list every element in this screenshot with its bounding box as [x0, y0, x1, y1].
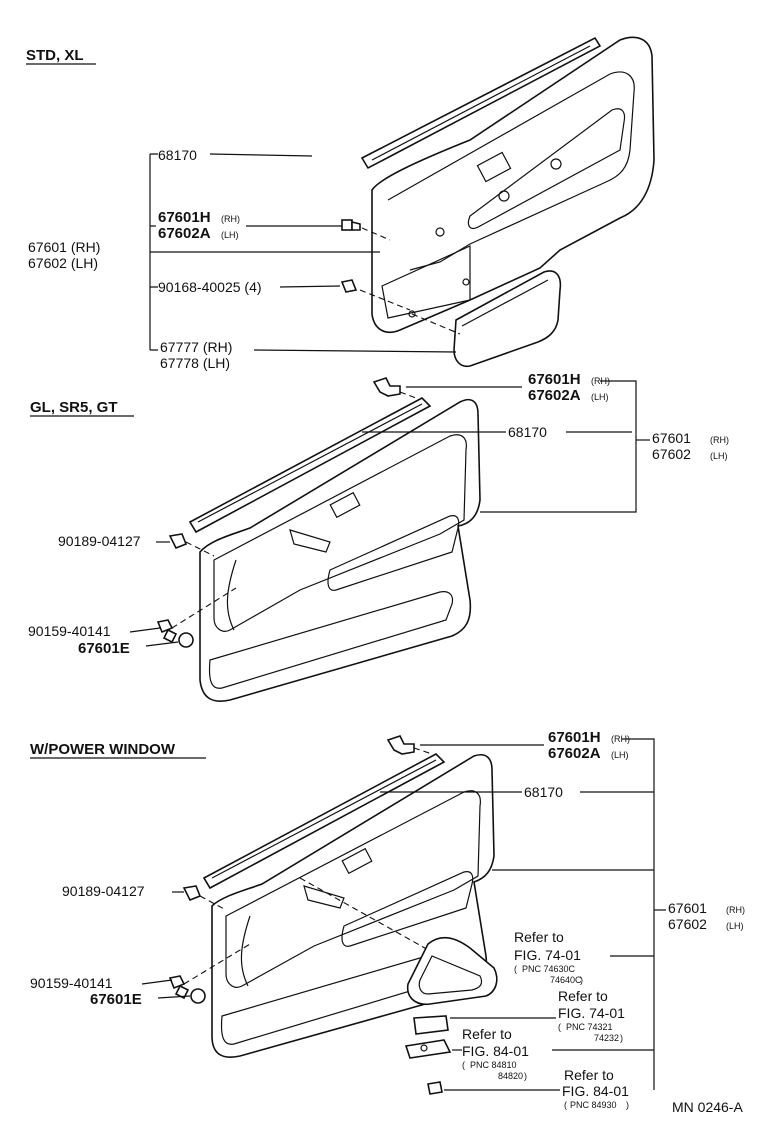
- door-trim-panel: [199, 398, 481, 702]
- svg-text:(: (: [564, 1100, 567, 1110]
- ref4-line2: FIG. 84-01: [562, 1083, 629, 1099]
- label-panel-rh-side: (RH): [710, 435, 729, 445]
- switch-bezel: [413, 1015, 449, 1035]
- label-clip-h-side: (RH): [591, 376, 610, 386]
- label-weatherstrip: 68170: [524, 784, 563, 800]
- section-title-std: STD, XL: [26, 47, 84, 64]
- label-clip-h-side: (RH): [611, 734, 630, 744]
- section-std: STD, XL: [26, 36, 655, 371]
- label-panel-rh: 67601: [652, 430, 691, 446]
- svg-text:): ): [580, 975, 583, 985]
- screw-part: [168, 975, 190, 1000]
- label-cap: 67601E: [90, 991, 142, 1008]
- ref1-line1: Refer to: [514, 929, 564, 945]
- svg-text:(: (: [558, 1022, 561, 1032]
- clip-top-part: [386, 735, 415, 755]
- armrest-pocket: [453, 270, 562, 368]
- label-weatherstrip: 68170: [508, 424, 547, 440]
- plug-part: [427, 1081, 443, 1095]
- ref3-pnc2: 84820: [498, 1071, 523, 1081]
- label-cap: 67601E: [78, 640, 130, 657]
- ref4-pnc1: PNC 84930: [570, 1100, 617, 1110]
- label-clip-a: 67602A: [548, 745, 601, 762]
- label-screw: 90168-40025 (4): [158, 279, 262, 295]
- screw-part: [340, 279, 358, 293]
- section-pw: W/POWER WINDOW: [30, 729, 745, 1110]
- label-clip-h: 67601H: [548, 729, 601, 746]
- label-clip1: 90189-04127: [62, 883, 145, 899]
- label-weatherstrip: 68170: [158, 147, 197, 163]
- ref3-line2: FIG. 84-01: [462, 1043, 529, 1059]
- label-clip-a-side: (LH): [591, 392, 609, 402]
- ref2-line2: FIG. 74-01: [558, 1005, 625, 1021]
- ref4-line1: Refer to: [564, 1067, 614, 1083]
- diagram-id: MN 0246-A: [672, 1099, 743, 1115]
- ref2-pnc2: 74232: [594, 1033, 619, 1043]
- svg-text:): ): [620, 1033, 623, 1043]
- label-panel-lh-side: (LH): [726, 921, 744, 931]
- label-screw: 90159-40141: [28, 623, 111, 639]
- clip-part: [182, 885, 202, 902]
- screw-part: [156, 619, 178, 644]
- label-clip-a-side: (LH): [611, 750, 629, 760]
- ref3-pnc1: PNC 84810: [470, 1060, 517, 1070]
- cap-part: [190, 988, 206, 1004]
- label-panel-lh: 67602: [668, 916, 707, 932]
- label-panel-rh-side: (RH): [726, 905, 745, 915]
- power-window-switch: [404, 1039, 452, 1059]
- label-panel-rh: 67601 (RH): [28, 239, 100, 255]
- label-pocket-lh: 67778 (LH): [160, 355, 230, 371]
- label-clip-h: 67601H: [528, 371, 581, 388]
- ref3-line1: Refer to: [462, 1026, 512, 1042]
- ref1-pnc2: 74640C: [550, 975, 582, 985]
- ref1-line2: FIG. 74-01: [514, 947, 581, 963]
- label-clip1: 90189-04127: [58, 533, 141, 549]
- section-title-gl: GL, SR5, GT: [30, 399, 118, 416]
- ref1-pnc1: PNC 74630C: [522, 964, 576, 974]
- label-panel-lh: 67602: [652, 446, 691, 462]
- section-title-pw: W/POWER WINDOW: [30, 741, 176, 758]
- label-clip-a: 67602A: [158, 225, 211, 242]
- section-gl: GL, SR5, GT: [28, 371, 729, 702]
- label-panel-lh: 67602 (LH): [28, 255, 98, 271]
- handle-bezel: [406, 936, 498, 1006]
- label-screw: 90159-40141: [30, 975, 113, 991]
- svg-text:(: (: [462, 1060, 465, 1070]
- clip-part: [168, 533, 188, 550]
- svg-text:): ): [524, 1071, 527, 1081]
- ref2-pnc1: PNC 74321: [566, 1022, 613, 1032]
- clip-top-part: [372, 377, 401, 397]
- label-clip-a: 67602A: [528, 387, 581, 404]
- label-clip-h-side: (RH): [221, 214, 240, 224]
- cap-part: [178, 632, 194, 648]
- label-panel-lh-side: (LH): [710, 451, 728, 461]
- ref2-line1: Refer to: [558, 988, 608, 1004]
- svg-text:(: (: [514, 964, 517, 974]
- label-clip-a-side: (LH): [221, 230, 239, 240]
- label-clip-h: 67601H: [158, 209, 211, 226]
- svg-text:): ): [626, 1100, 629, 1110]
- label-pocket-rh: 67777 (RH): [160, 339, 232, 355]
- clip-part: [341, 219, 361, 231]
- label-panel-rh: 67601: [668, 900, 707, 916]
